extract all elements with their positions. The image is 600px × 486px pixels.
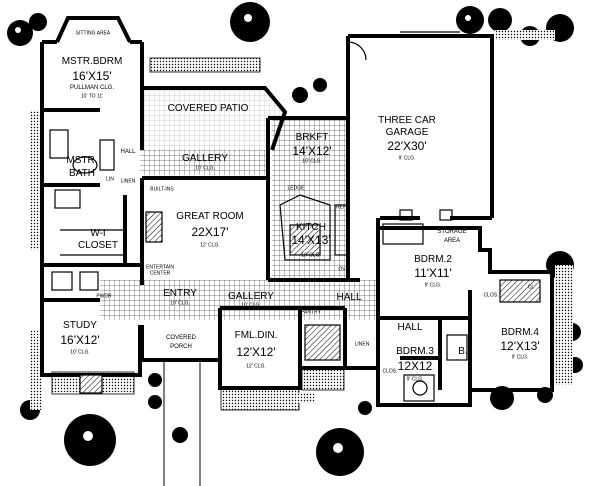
master-bedroom-ceiling: 10' TO 11' — [80, 93, 104, 100]
garage-ceiling: 9' CLG. — [398, 155, 416, 162]
study-label: STUDY — [63, 320, 97, 331]
great-room-label: GREAT ROOM — [176, 211, 244, 222]
tree — [172, 427, 188, 443]
kitchen-dimensions: 14'X13' — [291, 233, 331, 247]
great-room-ceiling: 12' CLG. — [200, 242, 220, 249]
garage-dimensions: 22'X30' — [387, 139, 427, 153]
linen-upper-label: LINEN — [120, 178, 136, 185]
bedroom4-ceiling: 9' CLG. — [511, 354, 529, 361]
hall-middle-label: HALL — [336, 292, 362, 303]
tree — [230, 2, 270, 42]
tree — [29, 13, 47, 31]
covered-porch-label-line2: PORCH — [170, 344, 192, 350]
bedroom3-label: BDRM.3 — [396, 346, 434, 357]
gallery-upper-label: GALLERY — [182, 153, 228, 164]
gallery-lower-ceiling: 10' CLG. — [241, 302, 261, 309]
formal-dining-label: FML.DIN. — [234, 330, 278, 341]
entry-label: ENTRY — [163, 288, 197, 299]
storage-label-line1: STORAGE — [437, 229, 467, 235]
breakfast-dimensions: 14'X12' — [292, 144, 332, 158]
tree — [7, 20, 33, 46]
closet-label-line2: CLOSET — [77, 240, 119, 251]
hall-upper-label: HALL — [120, 149, 136, 155]
cl-label: CL — [527, 284, 535, 291]
tree — [313, 78, 327, 92]
master-bedroom-label: MSTR.BDRM — [61, 56, 123, 67]
covered-porch-label-line1: COVERED — [166, 335, 196, 341]
fixtures — [49, 31, 541, 402]
bedroom4-label: BDRM.4 — [501, 327, 539, 338]
bath-b-label: B. — [458, 346, 468, 357]
tree — [358, 401, 372, 415]
gallery-upper-ceiling: 10' CLG. — [195, 165, 215, 172]
tree — [148, 373, 162, 387]
garage-label-line2: GARAGE — [385, 127, 429, 138]
master-bedroom-ceiling-note: PULLMAN CLG. — [69, 85, 115, 91]
ledge-label: LEDGE — [287, 185, 305, 192]
storage-label-line2: AREA — [443, 238, 461, 244]
master-bath-label-line1: MSTR. — [66, 155, 98, 166]
tree — [488, 8, 512, 32]
hall-bedroom-label: HALL — [397, 322, 423, 333]
great-room-dimensions: 22X17' — [191, 225, 229, 239]
kitchen-ceiling: 10' CLG. — [301, 252, 321, 259]
breakfast-ceiling: 10' CLG. — [302, 158, 322, 165]
study-ceiling: 10' CLG. — [70, 349, 90, 356]
pantry-label: PANTRY — [301, 309, 321, 316]
bedroom2-dimensions: 11'X11' — [414, 266, 452, 280]
entertain-center-line1: ENTERTAIN — [146, 264, 174, 271]
closet-lower-label: CLOS. — [382, 368, 398, 375]
built-ins-label: BUILT-INS — [150, 186, 174, 193]
ref-label: REF — [336, 204, 346, 211]
linen-lower-label: LINEN — [354, 341, 370, 348]
walkway — [163, 360, 201, 486]
formal-dining-dimensions: 12'X12' — [236, 345, 276, 359]
tree — [148, 395, 162, 409]
bedroom4-dimensions: 12'X13' — [500, 339, 540, 353]
study-dimensions: 16'X12' — [60, 333, 100, 347]
sitting-area-label: SITTING AREA — [75, 30, 111, 37]
bedroom2-label: BDRM.2 — [414, 254, 452, 265]
breakfast-label: BRKFT — [295, 132, 329, 143]
hedges — [30, 30, 573, 411]
bedroom3-ceiling: 9' CLG. — [406, 376, 424, 383]
entertain-center-line2: CENTER — [149, 270, 171, 277]
master-bedroom-dimensions: 16'X15' — [72, 69, 112, 83]
covered-patio-label: COVERED PATIO — [167, 103, 249, 114]
kitchen-label: KITCH — [296, 222, 326, 233]
ov-label: OV — [338, 266, 346, 273]
bedroom2-closet-label: CLOS. — [483, 292, 499, 299]
formal-dining-ceiling: 12' CLG. — [246, 363, 266, 370]
lin-label: LIN — [106, 176, 114, 183]
bedroom3-dimensions: 12X12 — [397, 359, 433, 373]
powder-label: PWDR — [96, 293, 112, 300]
gallery-lower-label: GALLERY — [228, 291, 274, 302]
master-bath-label-line2: BATH — [69, 168, 95, 179]
closet-label-line1: W-I — [90, 228, 106, 239]
garage-label-line1: THREE CAR — [378, 115, 436, 126]
bedroom2-ceiling: 9' CLG. — [424, 282, 442, 289]
entry-ceiling: 10' CLG. — [170, 300, 190, 307]
tree — [292, 87, 308, 103]
